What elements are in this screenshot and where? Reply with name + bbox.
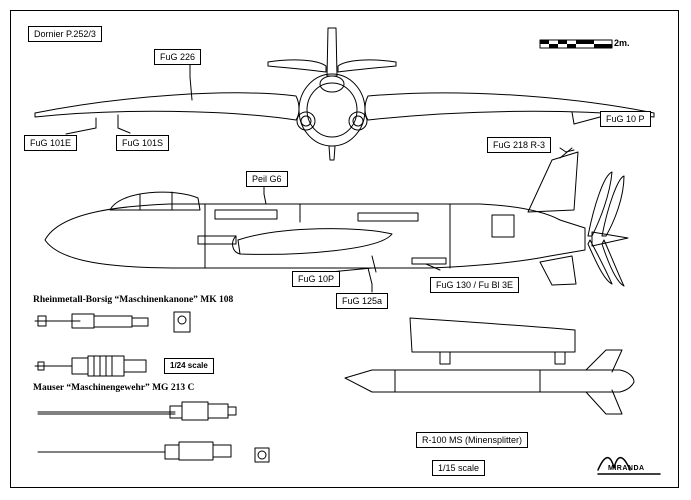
r100-bomb-drawing	[344, 317, 635, 415]
mg213-caption: Mauser “Maschinengewehr” MG 213 C	[33, 383, 195, 393]
main-scale-label: 1/15 scale	[432, 460, 486, 476]
callout-fug-125a: FuG 125a	[336, 293, 389, 309]
leader-lines	[65, 61, 601, 293]
miranda-logo-mark	[597, 457, 661, 475]
page-border	[10, 10, 679, 488]
callout-peil-g6: Peil G6	[246, 171, 288, 187]
callout-fug-130: FuG 130 / Fu Bl 3E	[430, 277, 520, 293]
callout-fug-10p-top: FuG 10 P	[600, 111, 651, 127]
front-view	[34, 27, 655, 161]
callout-fug-101s: FuG 101S	[116, 135, 170, 151]
diagram-title: Dornier P.252/3	[28, 26, 102, 42]
callout-fug-10p-side: FuG 10P	[292, 271, 341, 287]
mk108-caption: Rheinmetall-Borsig “Maschinenkanone” MK …	[33, 295, 234, 305]
mg213-gun-drawing	[37, 401, 270, 463]
side-view	[44, 147, 629, 287]
weapons-scale-label: 1/24 scale	[164, 358, 214, 374]
callout-fug-101e: FuG 101E	[24, 135, 78, 151]
bomb-caption: R-100 MS (Minensplitter)	[416, 432, 529, 448]
callout-fug-226: FuG 226	[154, 49, 202, 65]
scale-bar	[539, 39, 613, 49]
scale-bar-label: 2m.	[614, 38, 630, 48]
miranda-logo-text: MIRANDA	[608, 465, 645, 472]
callout-fug-218: FuG 218 R-3	[487, 137, 552, 153]
mk108-cannon-drawing	[34, 311, 191, 377]
